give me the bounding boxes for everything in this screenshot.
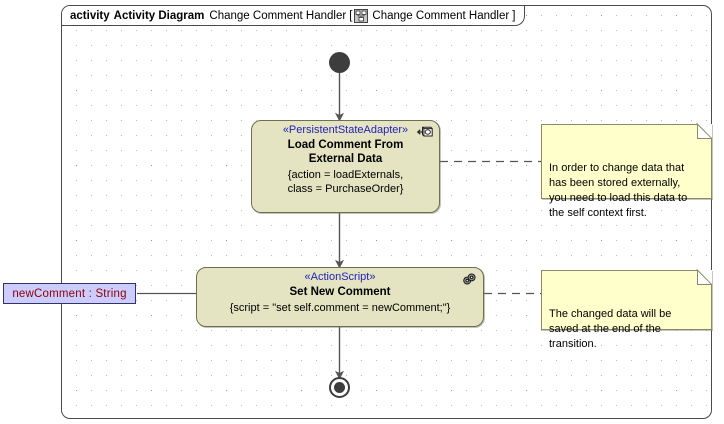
- frame-bracket-close: ]: [512, 9, 516, 22]
- note-fold-corner-icon: [697, 124, 712, 139]
- action-node-set-new-comment[interactable]: «ActionScript» Set New Comment {script =…: [196, 267, 484, 327]
- frame-kind-label: Activity Diagram: [113, 9, 205, 22]
- action-node-load-comment-from-external-data[interactable]: «PersistentStateAdapter» Load Comment Fr…: [251, 120, 440, 213]
- frame-keyword-label: activity: [70, 9, 110, 22]
- activity-diagram-frame[interactable]: activity Activity Diagram Change Comment…: [61, 5, 712, 419]
- note-load-external-data[interactable]: In order to change data that has been st…: [541, 124, 712, 219]
- action-2-stereotype-label: «ActionScript»: [304, 271, 376, 283]
- note-fold-corner-icon: [697, 270, 712, 285]
- note-1-text: In order to change data that has been st…: [549, 162, 688, 219]
- frame-name-label: Change Comment Handler: [209, 9, 347, 22]
- activity-parameter-node-new-comment[interactable]: newComment : String: [3, 283, 136, 304]
- action-2-name-label: Set New Comment: [289, 286, 391, 298]
- note-2-text: The changed data will be saved at the en…: [549, 308, 672, 350]
- action-2-script-label: {script = "set self.comment = newComment…: [229, 302, 451, 314]
- activity-diagram-icon: [354, 8, 369, 23]
- action-script-gears-icon: [461, 272, 478, 287]
- frame-bracket-open: [: [349, 9, 353, 22]
- note-save-at-end-of-transition[interactable]: The changed data will be saved at the en…: [541, 270, 712, 350]
- activity-final-node-inner: [334, 382, 345, 393]
- parameter-node-label: newComment : String: [12, 287, 127, 300]
- action-1-stereotype-label: «PersistentStateAdapter»: [282, 124, 409, 136]
- initial-node[interactable]: [329, 52, 350, 73]
- activity-final-node[interactable]: [329, 377, 350, 398]
- action-1-constraint-label: {action = loadExternals, class = Purchas…: [287, 169, 404, 195]
- persistent-state-adapter-icon: [416, 125, 434, 140]
- action-1-name-label: Load Comment From External Data: [287, 139, 404, 165]
- frame-qualified-name-label: Change Comment Handler: [372, 9, 510, 22]
- diagram-frame-title-tab[interactable]: activity Activity Diagram Change Comment…: [62, 6, 526, 26]
